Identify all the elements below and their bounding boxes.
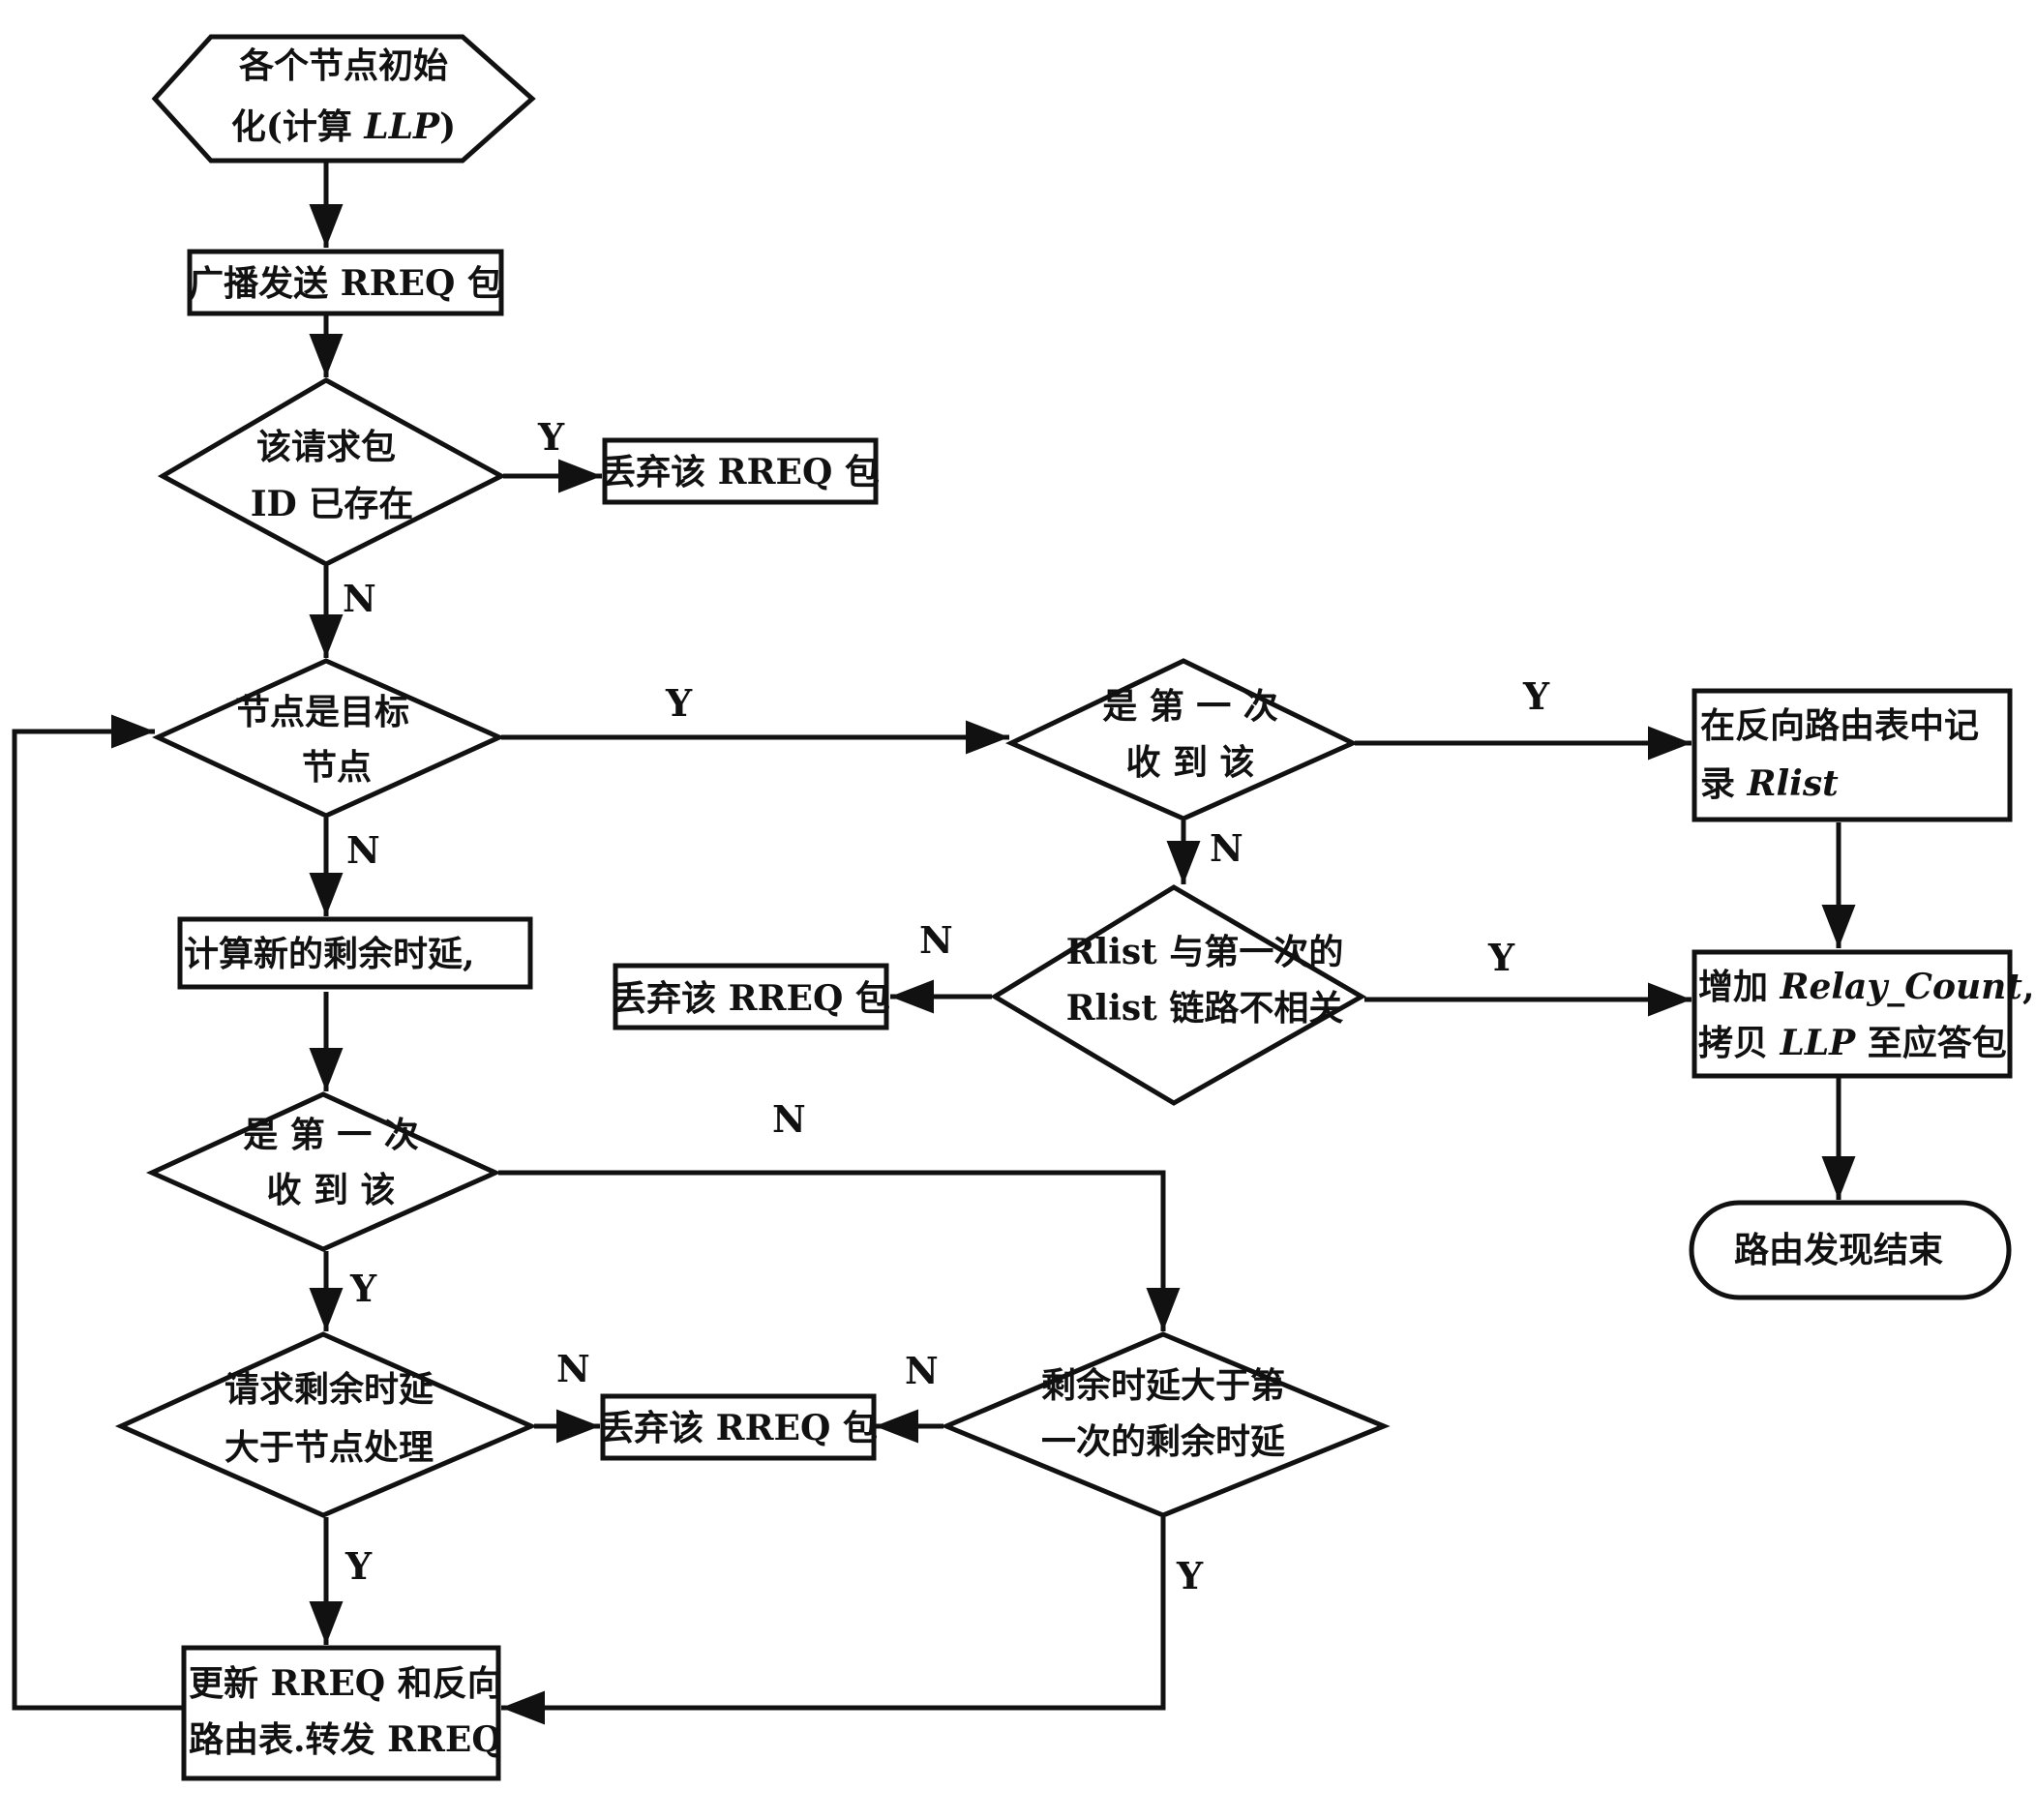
add-relay-line1: 增加 Relay_Count, [1698,967,2034,1007]
discard-3-box [600,1393,877,1461]
node-calc-delay: 计算新的剩余时延, [177,916,533,990]
node-discard-1: 丢弃该 RREQ 包 [601,437,880,505]
record-rlist-line2-prefix: 录 [1700,763,1748,804]
first-recv-right-line1: 是 第 一 次 [1102,686,1278,727]
record-rlist-line2-italic: Rlist [1747,763,1840,804]
add-relay-box [1692,949,2013,1079]
first-recv-right-diamond [1004,658,1359,821]
label-first-right-yes: Y [1522,674,1550,718]
node-route-end: 路由发现结束 [1689,1200,2012,1300]
delay-gt-proc-diamond [114,1331,538,1518]
delay-gt-proc-line2: 大于节点处理 [225,1427,434,1468]
node-delay-gt-first: 剩余时延大于第 一次的剩余时延 [940,1331,1391,1518]
first-recv-left-diamond [145,1091,502,1252]
label-rlist-yes: Y [1487,936,1515,979]
add-relay-line1-italic: Relay_Count [1780,967,2023,1007]
node-discard-2: 丢弃该 RREQ 包 [612,963,890,1030]
node-rlist-unrelated: Rlist 与第一次的 Rlist 链路不相关 [990,884,1367,1106]
discard-3-label: 丢弃该 RREQ 包 [599,1408,878,1448]
update-forward-line1: 更新 RREQ 和反向 [189,1663,502,1704]
calc-delay-label: 计算新的剩余时延, [184,934,475,974]
first-recv-left-line2: 收 到 该 [266,1170,395,1210]
init-hexagon [151,34,536,164]
init-line2-italic: LLP [363,106,440,147]
delay-gt-proc-line1: 请求剩余时延 [225,1369,434,1410]
edge-delay-first-to-update [501,1517,1166,1725]
node-first-recv-left: 是 第 一 次 收 到 该 [145,1091,502,1252]
node-init: 各个节点初始 化(计算 LLP) [151,34,536,164]
label-is-target-no: N [346,828,380,872]
is-target-diamond [152,658,506,819]
add-relay-line2: 拷贝 LLP 至应答包 [1698,1023,2007,1063]
init-line1: 各个节点初始 [239,45,448,86]
rlist-unrelated-diamond [990,884,1367,1106]
node-add-relay: 增加 Relay_Count, 拷贝 LLP 至应答包 [1692,949,2034,1079]
edge-update-loop-to-target [12,714,184,1711]
delay-gt-first-diamond [940,1331,1391,1518]
id-exists-line1: 该请求包 [256,427,396,467]
label-first-left-no: N [772,1097,806,1141]
add-relay-line2-prefix: 拷贝 [1698,1023,1781,1063]
node-delay-gt-proc: 请求剩余时延 大于节点处理 [114,1331,538,1518]
add-relay-line1-suffix: , [2022,967,2035,1007]
edges [12,163,1856,1725]
label-rlist-no: N [919,918,953,962]
route-end-terminal [1689,1200,2012,1300]
label-first-left-yes: Y [349,1267,377,1310]
record-rlist-line2: 录 Rlist [1700,763,1839,804]
rlist-unrelated-line2: Rlist 链路不相关 [1066,988,1344,1029]
node-is-target: 节点是目标 节点 [152,658,506,819]
add-relay-line1-prefix: 增加 [1698,967,1781,1007]
broadcast-box [187,249,504,316]
label-id-exists-yes: Y [537,415,565,459]
update-forward-line2: 路由表.转发 RREQ [189,1719,502,1760]
discard-2-label: 丢弃该 RREQ 包 [612,978,890,1019]
node-record-rlist: 在反向路由表中记 录 Rlist [1692,688,2013,822]
discard-1-label: 丢弃该 RREQ 包 [601,452,880,492]
init-line2-prefix: 化(计算 [231,106,365,147]
delay-gt-first-line2: 一次的剩余时延 [1041,1421,1285,1462]
label-delay-first-yes: Y [1176,1554,1204,1597]
init-line2: 化(计算 LLP) [231,106,456,147]
id-exists-diamond [157,377,507,567]
node-id-exists: 该请求包 ID 已存在 [157,377,507,567]
label-first-right-no: N [1210,826,1243,870]
node-broadcast: 广播发送 RREQ 包 [187,249,504,316]
edge-labels: Y N Y N Y N N Y N Y N Y N Y [343,415,1550,1597]
node-update-forward: 更新 RREQ 和反向 路由表.转发 RREQ [181,1645,502,1781]
update-forward-box [181,1645,501,1781]
delay-gt-first-line1: 剩余时延大于第 [1041,1365,1285,1406]
record-rlist-line1: 在反向路由表中记 [1700,705,1979,746]
route-end-label: 路由发现结束 [1734,1230,1943,1270]
discard-1-box [602,437,879,505]
label-delay-proc-no: N [556,1347,590,1390]
is-target-line1: 节点是目标 [235,692,409,732]
broadcast-label: 广播发送 RREQ 包 [189,263,502,304]
node-first-recv-right: 是 第 一 次 收 到 该 [1004,658,1359,821]
first-recv-right-line2: 收 到 该 [1125,742,1254,783]
first-recv-left-line1: 是 第 一 次 [243,1115,419,1155]
record-rlist-box [1692,688,2013,822]
discard-2-box [613,963,889,1030]
init-line2-suffix: ) [439,106,456,147]
label-id-exists-no: N [343,577,376,620]
rlist-unrelated-line1: Rlist 与第一次的 [1066,932,1344,972]
add-relay-line2-suffix: 至应答包 [1855,1023,2007,1063]
id-exists-line2: ID 已存在 [251,484,414,524]
node-discard-3: 丢弃该 RREQ 包 [599,1393,878,1461]
add-relay-line2-italic: LLP [1780,1023,1857,1063]
label-is-target-yes: Y [665,681,693,725]
edge-first-left-to-delay-first [498,1170,1181,1331]
label-delay-proc-yes: Y [344,1544,373,1588]
calc-delay-box [177,916,533,990]
label-delay-first-no: N [905,1349,939,1392]
is-target-line2: 节点 [302,747,372,788]
